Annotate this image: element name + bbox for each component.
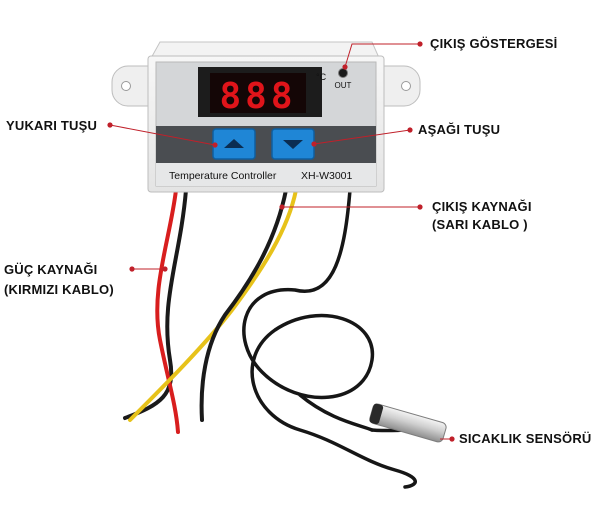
display-digits: 888 <box>219 76 296 117</box>
down-button[interactable] <box>271 128 315 160</box>
up-button[interactable] <box>212 128 256 160</box>
pointer-power-source <box>129 266 168 272</box>
pointer-temperature-sensor <box>440 436 455 442</box>
unit-label: °C <box>316 72 327 82</box>
triangle-up-icon <box>224 139 244 148</box>
temperature-probe <box>369 403 447 443</box>
output-led <box>338 68 348 78</box>
callout-up-key: YUKARI TUŞU <box>6 118 98 133</box>
out-label: OUT <box>335 81 352 90</box>
callout-temperature-sensor: SICAKLIK SENSÖRÜ <box>459 431 592 446</box>
device-title: Temperature Controller <box>169 170 277 182</box>
callout-output-source-line2: (SARI KABLO ) <box>432 217 528 232</box>
callout-output-source-line1: ÇIKIŞ KAYNAĞI <box>432 199 532 214</box>
black-power-wire <box>123 188 188 420</box>
yellow-output-wire <box>128 188 298 422</box>
callout-down-key: AŞAĞI TUŞU <box>418 122 501 137</box>
controller-housing <box>111 41 421 193</box>
pointer-down-key <box>311 127 413 147</box>
triangle-down-icon <box>283 140 303 149</box>
callout-power-source-line2: (KIRMIZI KABLO) <box>4 282 114 297</box>
device-model: XH-W3001 <box>301 170 353 182</box>
callout-power-source-line1: GÜÇ KAYNAĞI <box>4 262 98 277</box>
pointer-up-key <box>107 122 218 148</box>
black-output-wire <box>199 188 288 422</box>
pointer-output-indicator <box>342 41 423 70</box>
callout-pointers <box>107 41 455 442</box>
red-power-wire <box>155 188 180 434</box>
sensor-cable <box>242 188 417 489</box>
callout-output-indicator: ÇIKIŞ GÖSTERGESİ <box>430 36 558 51</box>
pointer-output-source <box>279 204 423 210</box>
